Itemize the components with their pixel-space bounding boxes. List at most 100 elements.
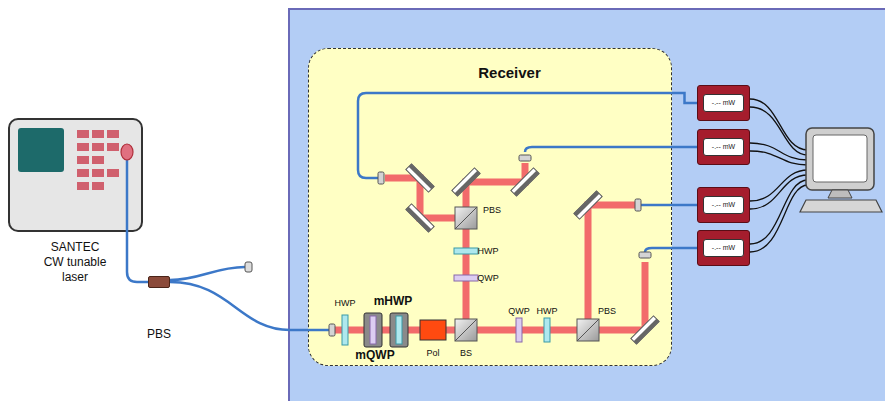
component-label: BS — [460, 348, 472, 358]
fiber-connector — [245, 262, 252, 272]
button — [107, 143, 119, 151]
fiber — [645, 248, 672, 252]
fibers — [308, 93, 672, 330]
node-label: PBS — [147, 328, 171, 342]
optical-fiber — [170, 282, 308, 330]
button — [77, 130, 89, 138]
mirror — [630, 315, 658, 343]
component-label: Pol — [426, 348, 439, 358]
fiber-couplers — [329, 155, 651, 336]
mirror — [405, 203, 433, 231]
fiber — [639, 203, 672, 206]
button — [92, 130, 104, 138]
meter-reading: -.-- mW — [712, 201, 735, 209]
half-waveplate — [454, 248, 478, 254]
power-meter: -.-- mW — [697, 230, 750, 266]
component-label: QWP — [508, 306, 530, 316]
motorized-mounts — [364, 313, 408, 347]
mirror — [510, 167, 538, 195]
mirror — [405, 163, 433, 191]
beam — [588, 205, 636, 330]
laser-buttons — [77, 130, 119, 190]
power-meter: -.-- mW — [697, 187, 750, 223]
quarter-waveplate — [454, 275, 478, 281]
fiber-branch — [170, 262, 252, 280]
beam-splitter-cube — [455, 319, 477, 341]
button — [77, 182, 89, 190]
meter-display: -.-- mW — [703, 239, 744, 257]
optical-fiber — [127, 232, 148, 282]
meter-display: -.-- mW — [703, 94, 744, 112]
button — [107, 169, 119, 177]
laser-front-panel — [8, 118, 143, 232]
monitor — [806, 128, 874, 190]
motorized-component-label: mQWP — [355, 349, 394, 363]
pbs-cube — [455, 207, 477, 229]
group-title: Receiver — [478, 64, 541, 81]
component-label: QWP — [477, 273, 499, 283]
cable — [750, 99, 808, 150]
fiber — [170, 267, 245, 280]
meter-display: -.-- mW — [703, 196, 744, 214]
mirrors — [405, 163, 658, 343]
power-meter: -.-- mW — [697, 85, 750, 121]
computer — [800, 128, 882, 212]
button — [92, 182, 104, 190]
fiber — [126, 158, 129, 232]
cable — [750, 180, 808, 244]
beam — [641, 262, 648, 330]
power-meter: -.-- mW — [697, 129, 750, 165]
node-label: SANTEC CW tunable laser — [43, 240, 107, 285]
component-label: PBS — [483, 205, 501, 215]
half-waveplate — [342, 315, 348, 345]
cable — [750, 175, 808, 209]
motor-mount — [390, 313, 408, 347]
quarter-waveplate — [516, 318, 522, 342]
fiber — [308, 328, 330, 331]
optical-fiber — [672, 247, 697, 250]
cable — [750, 107, 808, 155]
laser-display — [18, 128, 64, 172]
mirror — [451, 167, 479, 195]
laser-output-port — [121, 144, 133, 160]
meter-display: -.-- mW — [703, 138, 744, 156]
pbs-cube — [577, 319, 599, 341]
half-waveplate — [544, 318, 550, 342]
button — [77, 156, 89, 164]
quarter-waveplate — [370, 316, 376, 344]
button — [92, 143, 104, 151]
button — [77, 169, 89, 177]
cable — [750, 151, 808, 165]
keyboard — [800, 200, 882, 212]
cable — [750, 185, 808, 252]
monitor-screen — [813, 135, 867, 182]
button — [77, 143, 89, 151]
button — [92, 169, 104, 177]
component-label: PBS — [598, 306, 616, 316]
component-label: HWP — [335, 298, 356, 308]
component-label: HWP — [478, 246, 499, 256]
fiber-coupler — [329, 324, 335, 336]
fiber-coupler — [635, 199, 641, 211]
motor-mount — [364, 313, 382, 347]
laser-beams — [333, 163, 645, 330]
optical-fiber — [672, 204, 697, 207]
fiber-coupler — [378, 172, 384, 184]
waveplates — [342, 248, 550, 345]
button — [92, 156, 104, 164]
optical-fiber — [672, 93, 697, 103]
beam-splitters — [455, 207, 599, 341]
optical-fiber — [672, 146, 697, 149]
polarizer — [420, 320, 446, 340]
data-cables — [750, 99, 808, 252]
meter-reading: -.-- mW — [712, 143, 735, 151]
fiber-coupler — [639, 252, 651, 258]
cable — [750, 170, 808, 201]
monitor-stand — [828, 190, 852, 198]
button — [107, 130, 119, 138]
laser-device: SANTEC CW tunable laser — [8, 118, 143, 232]
fiber — [358, 93, 672, 178]
mirror — [573, 190, 601, 218]
meter-reading: -.-- mW — [712, 244, 735, 252]
